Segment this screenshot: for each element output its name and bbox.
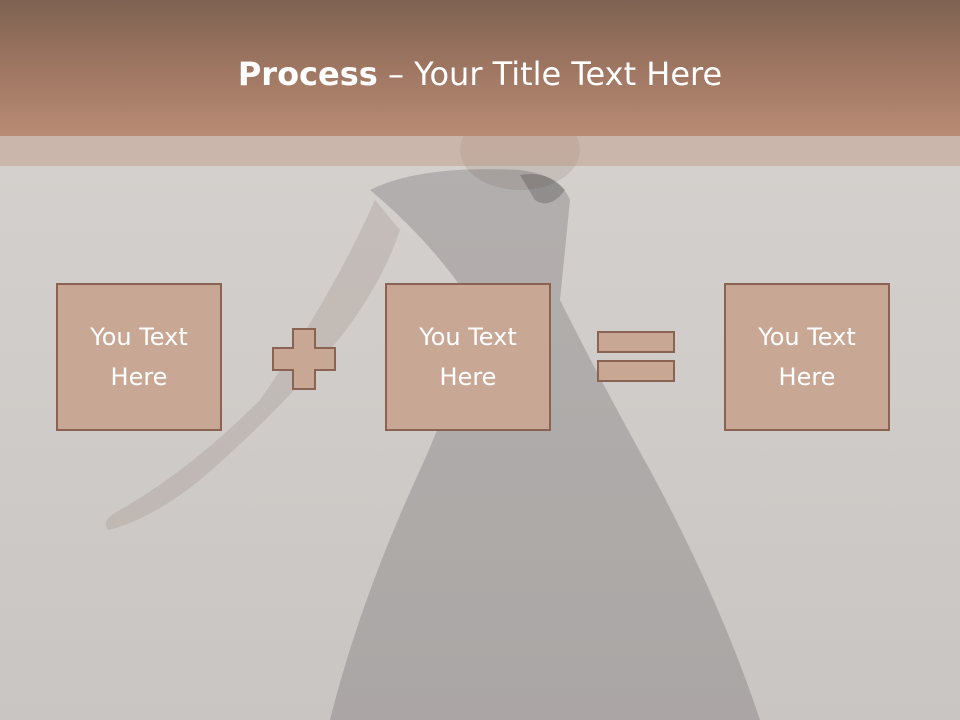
title-bold: Process <box>237 55 378 93</box>
plus-icon <box>272 328 336 390</box>
process-box-label: You Text Here <box>419 323 517 391</box>
process-box-label: You Text Here <box>90 323 188 391</box>
slide-title: Process – Your Title Text Here <box>0 52 960 96</box>
header-strip <box>0 136 960 166</box>
title-rest: – Your Title Text Here <box>377 55 723 93</box>
header-bar <box>0 0 960 136</box>
process-box-1[interactable]: You Text Here <box>56 283 222 431</box>
process-box-label: You Text Here <box>758 323 856 391</box>
equals-icon <box>597 331 675 382</box>
process-box-2[interactable]: You Text Here <box>385 283 551 431</box>
process-box-3[interactable]: You Text Here <box>724 283 890 431</box>
